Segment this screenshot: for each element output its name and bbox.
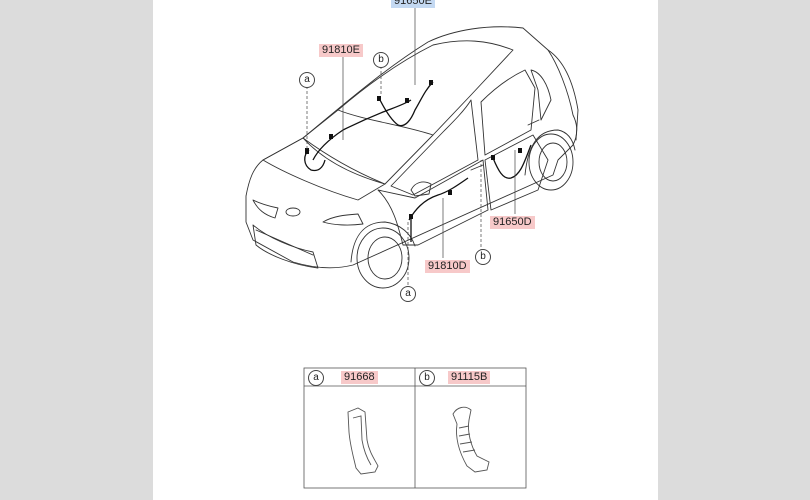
callout-b-top: b <box>373 52 389 68</box>
connector <box>429 80 433 85</box>
front-door <box>377 159 489 246</box>
front-side-window <box>390 99 479 196</box>
diagram-page: 91650E 91810E 91810D 91650D a b a b a 91… <box>153 0 658 500</box>
detail-key-b: b <box>419 370 435 386</box>
roof-harness-branch <box>304 149 326 172</box>
rear-quarter-window <box>530 69 552 121</box>
headlight-left <box>252 199 279 219</box>
callout-a-bottom: a <box>400 286 416 302</box>
emblem <box>285 207 301 217</box>
connector <box>405 98 409 103</box>
part-label-91650e: 91650E <box>391 0 435 8</box>
hood <box>262 137 386 201</box>
connector <box>518 148 522 153</box>
front-lower-grille <box>255 229 314 256</box>
rear-arch <box>524 129 576 176</box>
detail-key-a: a <box>308 370 324 386</box>
headlight-right <box>322 213 364 226</box>
detail-part-91668: 91668 <box>341 371 378 384</box>
front-arch <box>350 221 416 263</box>
connector <box>491 155 495 160</box>
front-wheel-outer <box>356 227 410 289</box>
connector <box>329 134 333 139</box>
grommet-a-inner <box>352 415 372 466</box>
rear-wheel-inner <box>538 142 568 182</box>
grommet-b-ribs <box>458 425 476 453</box>
front-door-harness-wire <box>408 177 469 221</box>
callout-b-right: b <box>475 249 491 265</box>
connector <box>409 214 413 219</box>
detail-part-91115b: 91115B <box>448 371 491 384</box>
connector <box>377 96 381 101</box>
grommet-a-sketch <box>347 407 379 475</box>
roof-harness-wire <box>312 99 412 161</box>
part-label-91810d: 91810D <box>425 260 470 273</box>
roof-line <box>337 40 514 136</box>
connector <box>305 148 309 154</box>
part-label-91810e: 91810E <box>319 44 363 57</box>
part-label-91650d: 91650D <box>490 216 535 229</box>
top-harness-wire <box>378 81 434 127</box>
front-wheel-inner <box>367 236 403 280</box>
car-wiring-illustration <box>245 8 579 489</box>
connector <box>448 190 452 195</box>
side-mirror <box>410 181 432 197</box>
grommet-b-sketch <box>452 406 490 473</box>
rear-end <box>547 49 579 141</box>
door-handle-rear <box>527 119 540 126</box>
rear-side-window <box>480 69 536 156</box>
rear-door-harness-wire <box>492 144 532 179</box>
grille <box>252 224 319 269</box>
rear-door <box>484 134 549 211</box>
callout-a-top: a <box>299 72 315 88</box>
rear-wheel-outer <box>528 133 574 191</box>
